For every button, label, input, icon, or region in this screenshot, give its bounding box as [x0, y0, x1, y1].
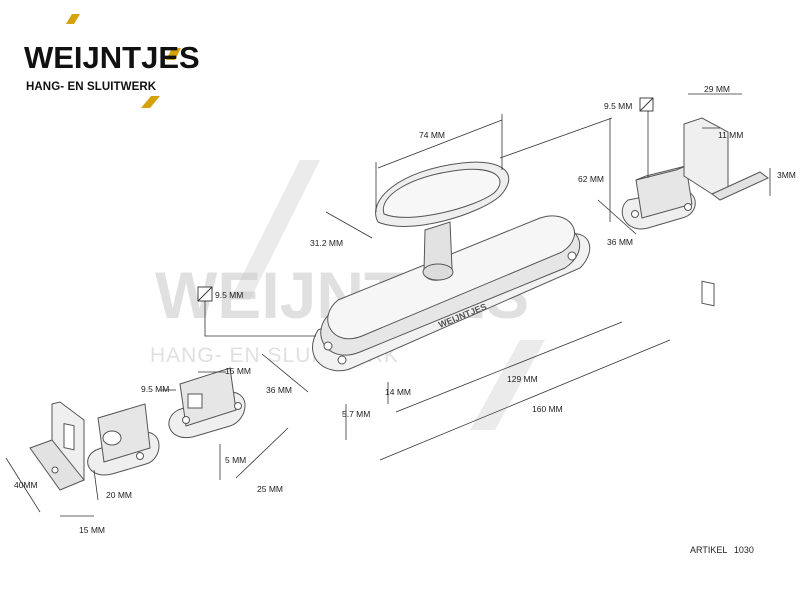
dim-line-left-bracket-height: [5, 457, 41, 513]
dim-label-left-bracket-mid: 20 MM: [106, 490, 132, 500]
dim-label-right-keeper-width: 36 MM: [607, 237, 633, 247]
right-keeper-hole-1: [631, 210, 639, 218]
dimension-lines: [5, 93, 771, 517]
left-bracket: [29, 401, 85, 491]
watermark-slash-top: [230, 160, 320, 300]
knob-handle-top: [382, 168, 501, 218]
screw-hole-left-1: [323, 341, 333, 351]
article-number: 1030: [733, 545, 754, 555]
left-keeper-hole-2: [234, 402, 242, 410]
dim-label-total-length: 160 MM: [532, 404, 563, 414]
article-reference: ARTIKEL 1030: [690, 545, 758, 555]
square-symbol-right-diag: [639, 97, 654, 112]
right-bracket-foot: [711, 171, 769, 201]
right-bracket-slot: [701, 280, 715, 307]
article-label: ARTIKEL: [690, 545, 728, 555]
dim-line-knob-width: [325, 211, 373, 239]
dim-label-left-keeper-base: 5 MM: [225, 455, 246, 465]
watermark-slash-bottom: [470, 340, 545, 430]
knob-stem-collar: [422, 263, 454, 281]
left-keeper-round-opening: [102, 430, 122, 446]
dim-label-left-keeper-square: 9.5 MM: [141, 384, 169, 394]
dim-label-left-keeper-depth: 25 MM: [257, 484, 283, 494]
dim-label-knob-height: 62 MM: [578, 174, 604, 184]
left-keeper: [168, 367, 246, 439]
right-keeper-hole-2: [684, 203, 692, 211]
left-bracket-slot: [63, 422, 75, 451]
logo-wordmark: WEIJNTJES: [24, 40, 200, 75]
left-keeper-block: [179, 367, 237, 427]
left-keeper-opening: [187, 393, 203, 409]
left-keeper-hole-1: [182, 416, 190, 424]
dim-line-left-keeper-depth: [235, 427, 289, 479]
left-keeper-round-hole: [136, 452, 144, 460]
left-keeper-round: [87, 403, 160, 476]
dim-line-knob-length: [377, 119, 503, 169]
dim-label-right-bracket-slot: 11 MM: [718, 130, 743, 140]
dim-label-right-bracket-thickness: 3MM: [777, 170, 796, 180]
dim-label-base-width: 36 MM: [266, 385, 292, 395]
dim-line-right-keeper-width: [597, 199, 637, 235]
dim-label-right-keeper-square: 9.5 MM: [604, 101, 632, 111]
right-bracket: [683, 117, 769, 307]
base-body-top: [327, 215, 575, 340]
dim-ext-height-top: [499, 117, 613, 159]
dim-line-left-bracket-mid: [93, 469, 99, 501]
right-keeper: [621, 165, 696, 230]
left-keeper-round-block: [97, 403, 151, 463]
square-symbols: [197, 97, 654, 302]
dimension-labels: 74 MM 62 MM 31.2 MM 9.5 MM 36 MM 14 MM 5…: [14, 84, 796, 535]
dim-leader-spindle-main: [204, 300, 316, 337]
dim-label-spindle-main: 9.5 MM: [215, 290, 243, 300]
dim-line-total-length: [379, 339, 671, 461]
dim-label-right-bracket-width: 29 MM: [704, 84, 730, 94]
left-bracket-foot: [29, 439, 85, 491]
dim-label-knob-length: 74 MM: [419, 130, 445, 140]
dim-line-inner-length: [395, 321, 623, 413]
dim-label-knob-width: 31.2 MM: [310, 238, 343, 248]
dim-label-left-bracket-width: 15 MM: [79, 525, 105, 535]
dim-label-inner-length: 129 MM: [507, 374, 538, 384]
screw-hole-right: [567, 251, 577, 261]
screw-hole-left-2: [337, 355, 347, 365]
latch-knob: [375, 161, 510, 281]
square-symbol-main-diag: [197, 286, 213, 302]
latch-base-plate: [312, 215, 591, 372]
dim-label-left-bracket-height: 40MM: [14, 480, 38, 490]
left-bracket-hole: [51, 466, 59, 474]
dim-line-base-width: [261, 353, 309, 393]
logo-tagline: HANG- EN SLUITWERK: [26, 81, 157, 93]
dim-label-left-keeper-opening: 15 MM: [225, 366, 251, 376]
dim-label-base-offset: 5.7 MM: [342, 409, 370, 419]
dim-label-base-thickness: 14 MM: [385, 387, 411, 397]
